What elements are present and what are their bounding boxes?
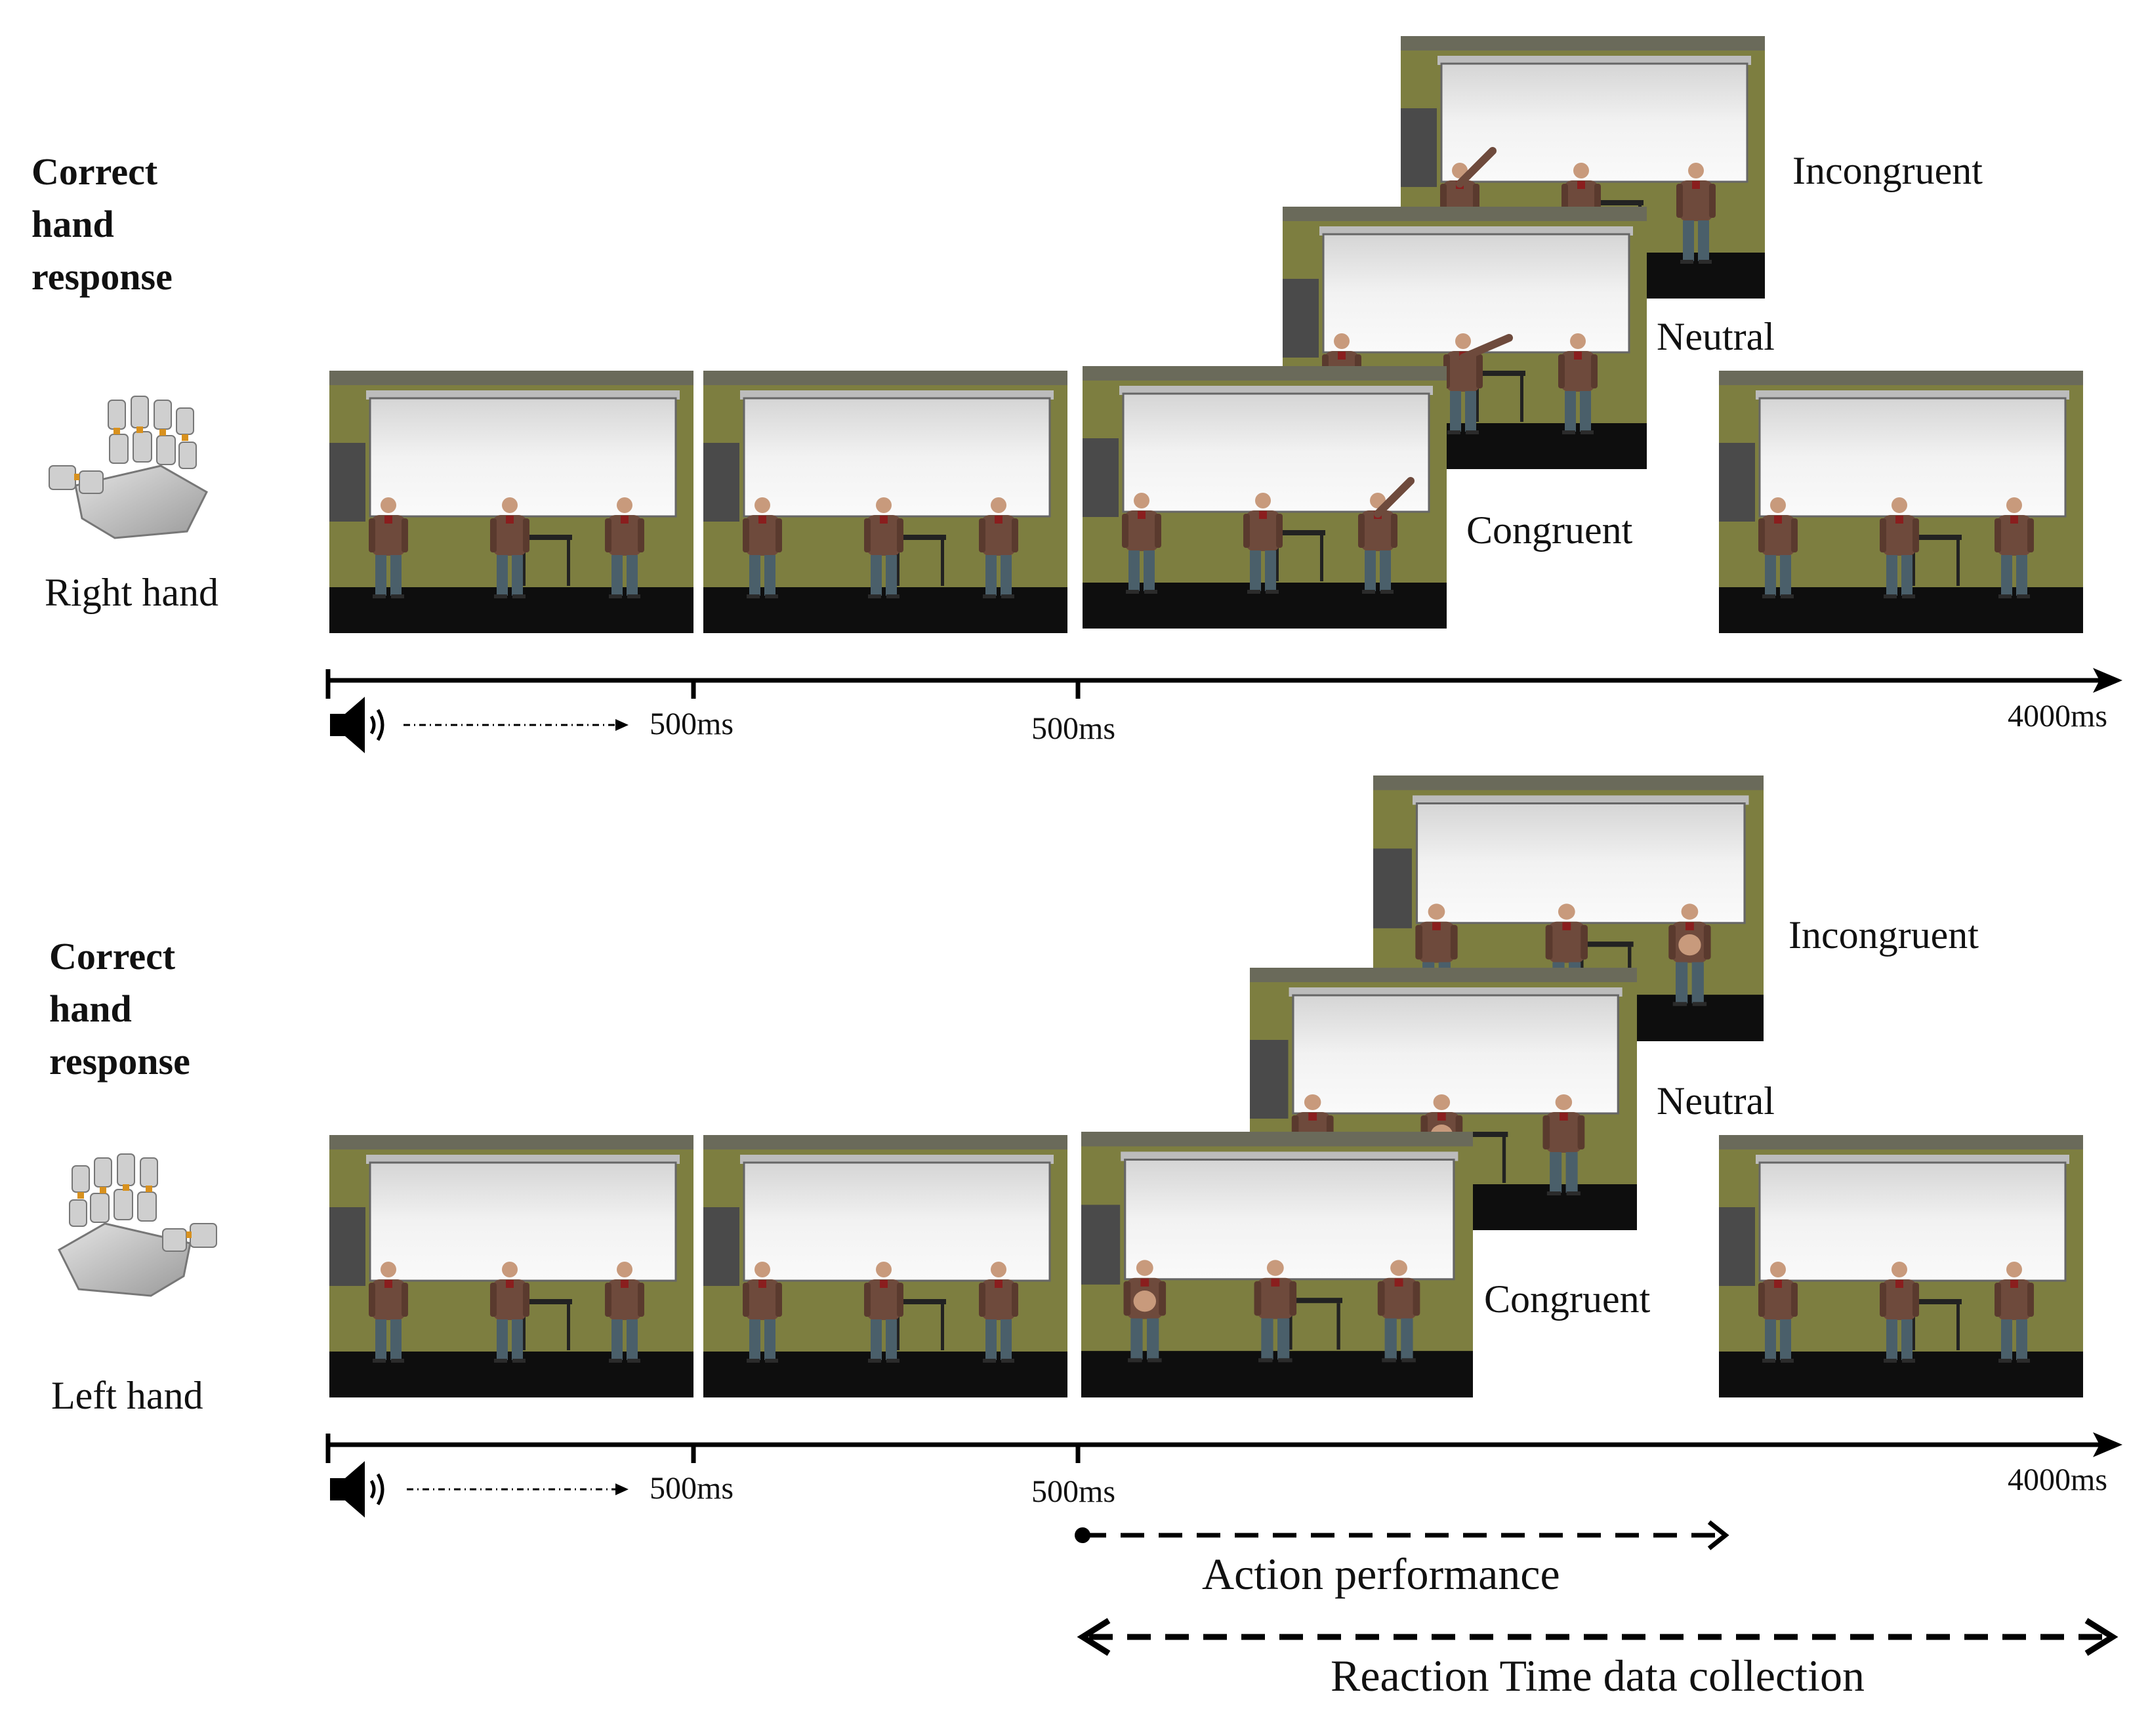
robot-left-hand-icon [58, 1153, 217, 1297]
scene-end [1719, 371, 2083, 633]
scene-baseline-1 [329, 371, 693, 633]
scene-congruent [1083, 366, 1447, 629]
scene-congruent [1081, 1132, 1473, 1397]
label-incongruent: Incongruent [1788, 913, 1979, 957]
tick-500ms-a: 500ms [650, 707, 734, 741]
scene-baseline-2 [703, 371, 1067, 633]
scene-incongruent [1373, 775, 1764, 1041]
tick-500ms-b: 500ms [1031, 711, 1116, 746]
tick-500ms-a: 500ms [650, 1471, 734, 1506]
scene-neutral [1283, 207, 1647, 469]
panel-2-title: Correct hand response [49, 935, 190, 1083]
label-congruent: Congruent [1466, 508, 1633, 552]
reaction-time-label: Reaction Time data collection [1331, 1651, 1865, 1701]
robot-right-hand-icon [49, 396, 208, 539]
scene-end [1719, 1135, 2083, 1397]
label-neutral: Neutral [1657, 1079, 1775, 1123]
action-performance-label: Action performance [1202, 1549, 1560, 1599]
speaker-icon [330, 1461, 384, 1518]
label-incongruent: Incongruent [1792, 149, 1983, 192]
scene-baseline-2 [703, 1135, 1067, 1397]
label-congruent: Congruent [1484, 1277, 1651, 1321]
tick-500ms-b: 500ms [1031, 1474, 1116, 1509]
action-performance-arrow [1075, 1520, 1729, 1550]
panel-1-hand-label: Right hand [45, 571, 218, 614]
speaker-icon [330, 697, 384, 753]
label-neutral: Neutral [1657, 315, 1775, 358]
reaction-time-arrow [1077, 1618, 2119, 1656]
panel-2-hand-label: Left hand [51, 1374, 203, 1417]
timeline-axis [325, 668, 2122, 731]
timeline-axis [325, 1432, 2122, 1495]
tick-4000ms: 4000ms [2008, 699, 2108, 734]
scene-incongruent [1401, 36, 1765, 299]
scene-baseline-1 [329, 1135, 693, 1397]
panel-1-title: Correct hand response [31, 150, 173, 298]
tick-4000ms: 4000ms [2008, 1462, 2108, 1497]
